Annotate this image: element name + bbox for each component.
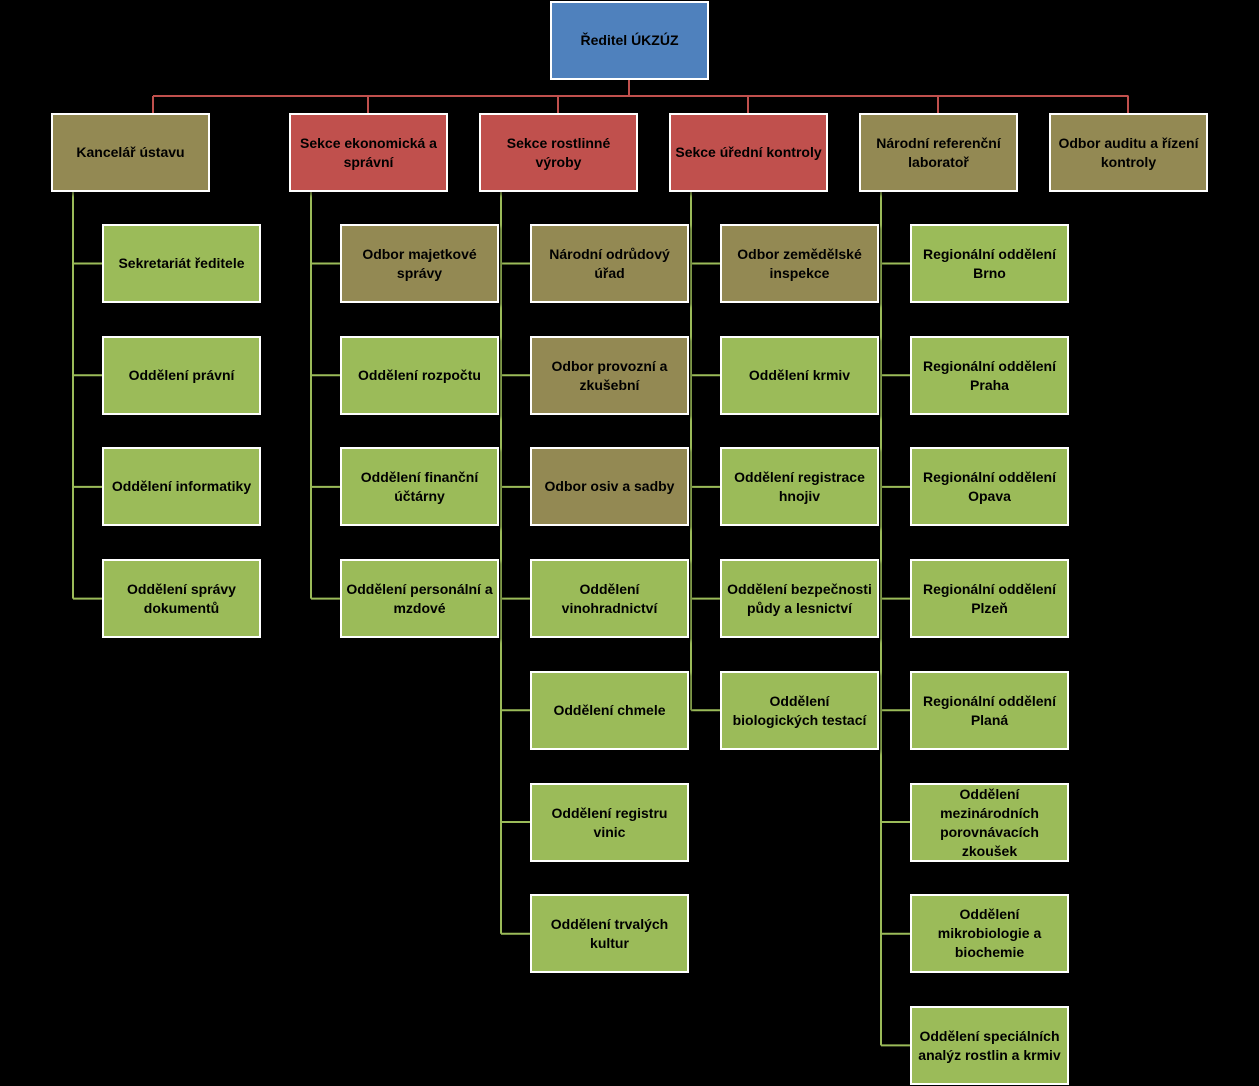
department-label: Regionální oddělení Opava <box>922 468 1056 504</box>
department-label: Regionální oddělení Praha <box>922 357 1056 393</box>
department-label: Odbor osiv a sadby <box>544 478 675 494</box>
department-label: Oddělení bezpečnosti půdy a lesnictví <box>727 580 872 616</box>
department-box: Odbor osiv a sadby <box>530 447 689 526</box>
department-label: Regionální oddělení Planá <box>922 692 1056 728</box>
department-box: Oddělení registrace hnojiv <box>720 447 879 526</box>
department-label: Národní odrůdový úřad <box>549 245 670 281</box>
department-label: Oddělení finanční účtárny <box>360 468 479 504</box>
department-box: Sekretariát ředitele <box>102 224 261 303</box>
section-label: Sekce úřední kontroly <box>675 144 822 160</box>
department-label: Oddělení registrace hnojiv <box>734 468 865 504</box>
department-label: Oddělení právní <box>128 367 235 383</box>
department-box: Oddělení bezpečnosti půdy a lesnictví <box>720 559 879 638</box>
director-label: Ředitel ÚKZÚZ <box>580 32 679 48</box>
department-label: Oddělení správy dokumentů <box>127 580 236 616</box>
department-box: Oddělení informatiky <box>102 447 261 526</box>
department-box: Oddělení mikrobiologie a biochemie <box>910 894 1069 973</box>
department-label: Odbor zemědělské inspekce <box>737 245 862 281</box>
department-label: Oddělení mezinárodních porovnávacích zko… <box>940 785 1039 859</box>
department-box: Oddělení biologických testací <box>720 671 879 750</box>
department-box: Regionální oddělení Praha <box>910 336 1069 415</box>
department-box: Regionální oddělení Plzeň <box>910 559 1069 638</box>
department-box: Oddělení vinohradnictví <box>530 559 689 638</box>
department-label: Oddělení informatiky <box>111 478 252 494</box>
section-label: Sekce rostlinné výroby <box>506 134 611 170</box>
department-box: Oddělení právní <box>102 336 261 415</box>
department-box: Odbor zemědělské inspekce <box>720 224 879 303</box>
department-box: Oddělení speciálních analýz rostlin a kr… <box>910 1006 1069 1085</box>
section-label: Kancelář ústavu <box>76 144 185 160</box>
department-box: Odbor provozní a zkušební <box>530 336 689 415</box>
department-box: Oddělení chmele <box>530 671 689 750</box>
department-label: Odbor provozní a zkušební <box>551 357 668 393</box>
department-box: Oddělení krmiv <box>720 336 879 415</box>
department-box: Oddělení personální a mzdové <box>340 559 499 638</box>
section-box: Sekce ekonomická a správní <box>289 113 448 192</box>
section-label: Sekce ekonomická a správní <box>300 134 437 170</box>
department-box: Oddělení trvalých kultur <box>530 894 689 973</box>
director-box: Ředitel ÚKZÚZ <box>550 1 709 80</box>
department-box: Regionální oddělení Brno <box>910 224 1069 303</box>
section-box: Národní referenční laboratoř <box>859 113 1018 192</box>
department-label: Odbor majetkové správy <box>362 245 477 281</box>
section-box: Sekce úřední kontroly <box>669 113 828 192</box>
section-box: Odbor auditu a řízení kontroly <box>1049 113 1208 192</box>
department-label: Oddělení registru vinic <box>551 804 668 840</box>
department-box: Oddělení rozpočtu <box>340 336 499 415</box>
department-box: Oddělení správy dokumentů <box>102 559 261 638</box>
section-label: Odbor auditu a řízení kontroly <box>1058 134 1199 170</box>
department-label: Oddělení biologických testací <box>732 692 867 728</box>
department-box: Odbor majetkové správy <box>340 224 499 303</box>
section-label: Národní referenční laboratoř <box>876 134 1001 170</box>
department-label: Regionální oddělení Plzeň <box>922 580 1056 616</box>
department-label: Oddělení mikrobiologie a biochemie <box>937 906 1042 960</box>
department-label: Oddělení speciálních analýz rostlin a kr… <box>918 1027 1061 1063</box>
department-label: Oddělení trvalých kultur <box>550 915 669 951</box>
department-box: Oddělení registru vinic <box>530 783 689 862</box>
department-box: Oddělení mezinárodních porovnávacích zko… <box>910 783 1069 862</box>
department-label: Regionální oddělení Brno <box>922 245 1056 281</box>
department-label: Oddělení chmele <box>553 702 666 718</box>
department-box: Národní odrůdový úřad <box>530 224 689 303</box>
department-label: Oddělení personální a mzdové <box>346 580 493 616</box>
department-label: Oddělení rozpočtu <box>358 367 481 383</box>
department-label: Sekretariát ředitele <box>118 255 245 271</box>
section-box: Sekce rostlinné výroby <box>479 113 638 192</box>
department-box: Oddělení finanční účtárny <box>340 447 499 526</box>
department-label: Oddělení krmiv <box>748 367 851 383</box>
section-box: Kancelář ústavu <box>51 113 210 192</box>
department-label: Oddělení vinohradnictví <box>561 580 658 616</box>
department-box: Regionální oddělení Planá <box>910 671 1069 750</box>
department-box: Regionální oddělení Opava <box>910 447 1069 526</box>
